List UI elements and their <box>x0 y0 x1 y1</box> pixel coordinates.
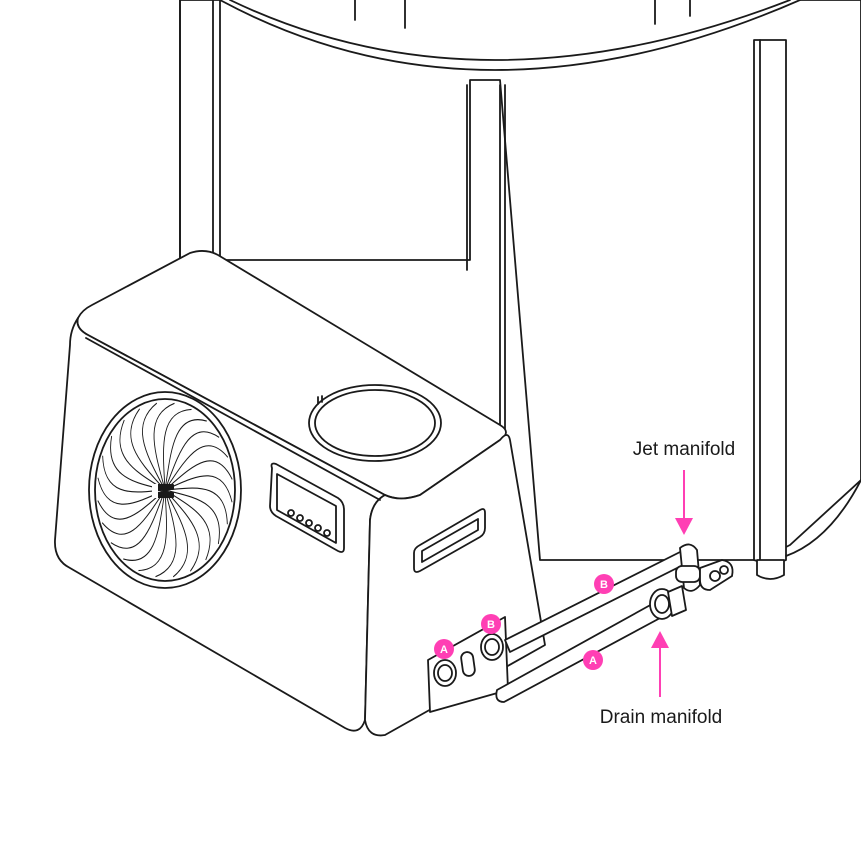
brand-logo-icon <box>152 484 174 498</box>
side-handle <box>413 508 486 573</box>
port-a <box>433 659 457 687</box>
hose-a <box>495 602 663 703</box>
port-b <box>480 633 504 661</box>
jet-manifold-label: Jet manifold <box>633 439 735 460</box>
badge-a-hose: A <box>583 650 603 670</box>
jet-manifold-fitting <box>675 543 734 592</box>
drain-manifold-arrow <box>651 631 669 697</box>
jet-manifold-arrow <box>675 470 693 535</box>
badge-b-port: B <box>481 614 501 634</box>
fan-grille <box>69 366 261 614</box>
badge-b-hose-label: B <box>600 579 608 591</box>
drain-manifold-fitting <box>649 585 687 620</box>
badge-a-port-label: A <box>440 644 448 656</box>
badge-b-hose: B <box>594 574 614 594</box>
hot-tub <box>179 0 861 580</box>
heat-pump-unit <box>54 250 546 737</box>
badge-a-hose-label: A <box>589 655 597 667</box>
drain-manifold-label: Drain manifold <box>600 707 723 728</box>
badge-a-port: A <box>434 639 454 659</box>
badge-b-port-label: B <box>487 619 495 631</box>
control-panel <box>269 462 345 553</box>
